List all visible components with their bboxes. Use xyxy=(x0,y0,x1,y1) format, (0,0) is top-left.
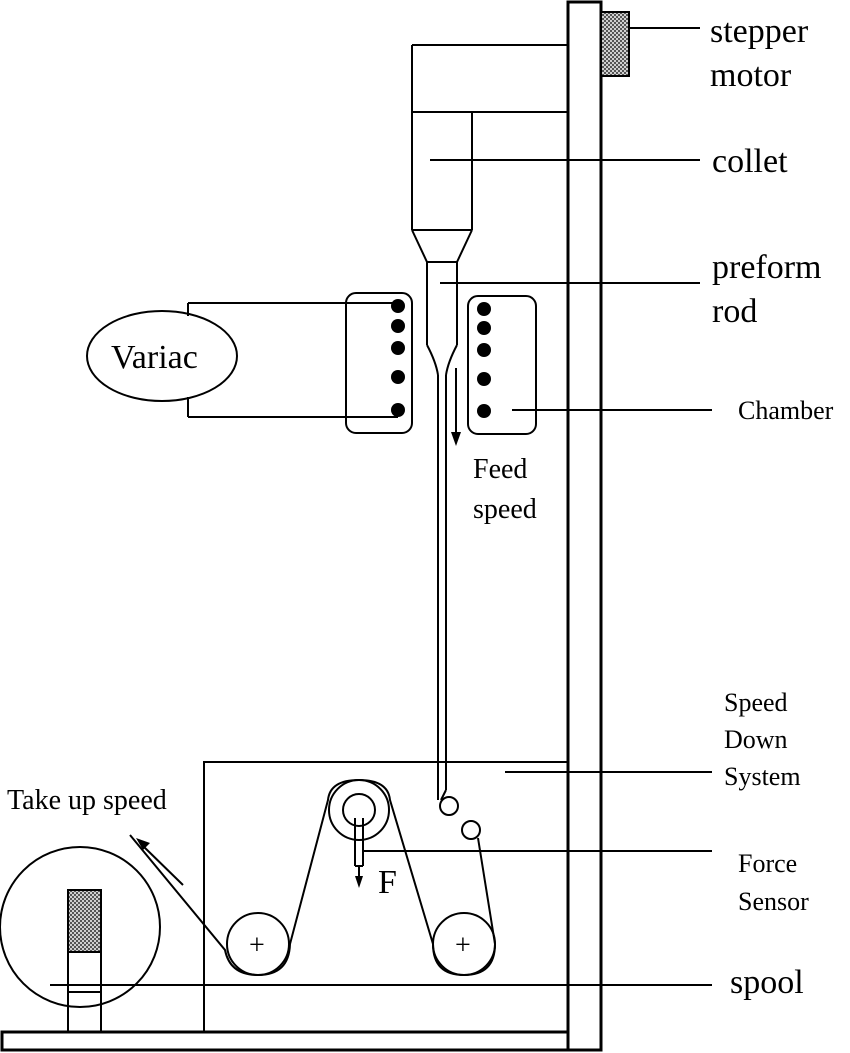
guide-pulley-upper xyxy=(439,796,459,816)
label-speed-down-3: System xyxy=(724,762,801,791)
collet-taper xyxy=(411,229,473,263)
label-stepper: stepper xyxy=(710,13,809,50)
chamber-left-wall xyxy=(345,292,413,434)
feed-speed-arrowhead xyxy=(451,432,461,446)
fiber-path xyxy=(129,778,496,977)
force-arrowhead xyxy=(355,876,363,888)
label-collet: collet xyxy=(712,143,788,180)
heater-coil-right xyxy=(477,302,491,418)
stepper-motor-icon xyxy=(600,11,630,77)
label-force: Force xyxy=(738,849,797,878)
label-variac: Variac xyxy=(111,339,198,376)
take-up-speed-arrowhead xyxy=(136,838,150,850)
spool-motor-icon xyxy=(67,889,102,953)
variac-icon xyxy=(86,310,238,402)
fiber-link xyxy=(440,789,447,801)
label-force-symbol: F xyxy=(378,864,397,901)
label-sensor: Sensor xyxy=(738,887,809,916)
base-plate xyxy=(0,1030,570,1052)
label-rod: rod xyxy=(712,293,757,330)
take-up-spool-drum xyxy=(0,846,161,1008)
label-speed-down-2: Down xyxy=(724,725,788,754)
label-preform: preform xyxy=(712,249,822,286)
heater-coil-left xyxy=(391,299,405,417)
label-chamber: Chamber xyxy=(738,396,834,425)
label-take-up-speed: Take up speed xyxy=(7,785,167,816)
force-sensor-pulley xyxy=(328,779,390,841)
preform-neck xyxy=(426,344,458,376)
take-up-speed-arrow xyxy=(141,844,184,886)
label-spool: spool xyxy=(730,964,804,1001)
chamber-right-wall xyxy=(467,295,537,435)
guide-pulley-lower xyxy=(461,820,481,840)
force-sensor-pulley-hub xyxy=(342,793,376,827)
label-speed-down-1: Speed xyxy=(724,688,788,717)
speed-down-system-box xyxy=(203,761,569,1033)
plus-right-pulley: + xyxy=(455,930,471,961)
label-feed-speed: speed xyxy=(473,494,537,525)
spool-shaft xyxy=(67,991,102,1033)
label-feed: Feed xyxy=(473,454,527,485)
vertical-support-column xyxy=(566,0,603,1052)
plus-left-pulley: + xyxy=(249,930,265,961)
label-motor: motor xyxy=(710,57,792,94)
